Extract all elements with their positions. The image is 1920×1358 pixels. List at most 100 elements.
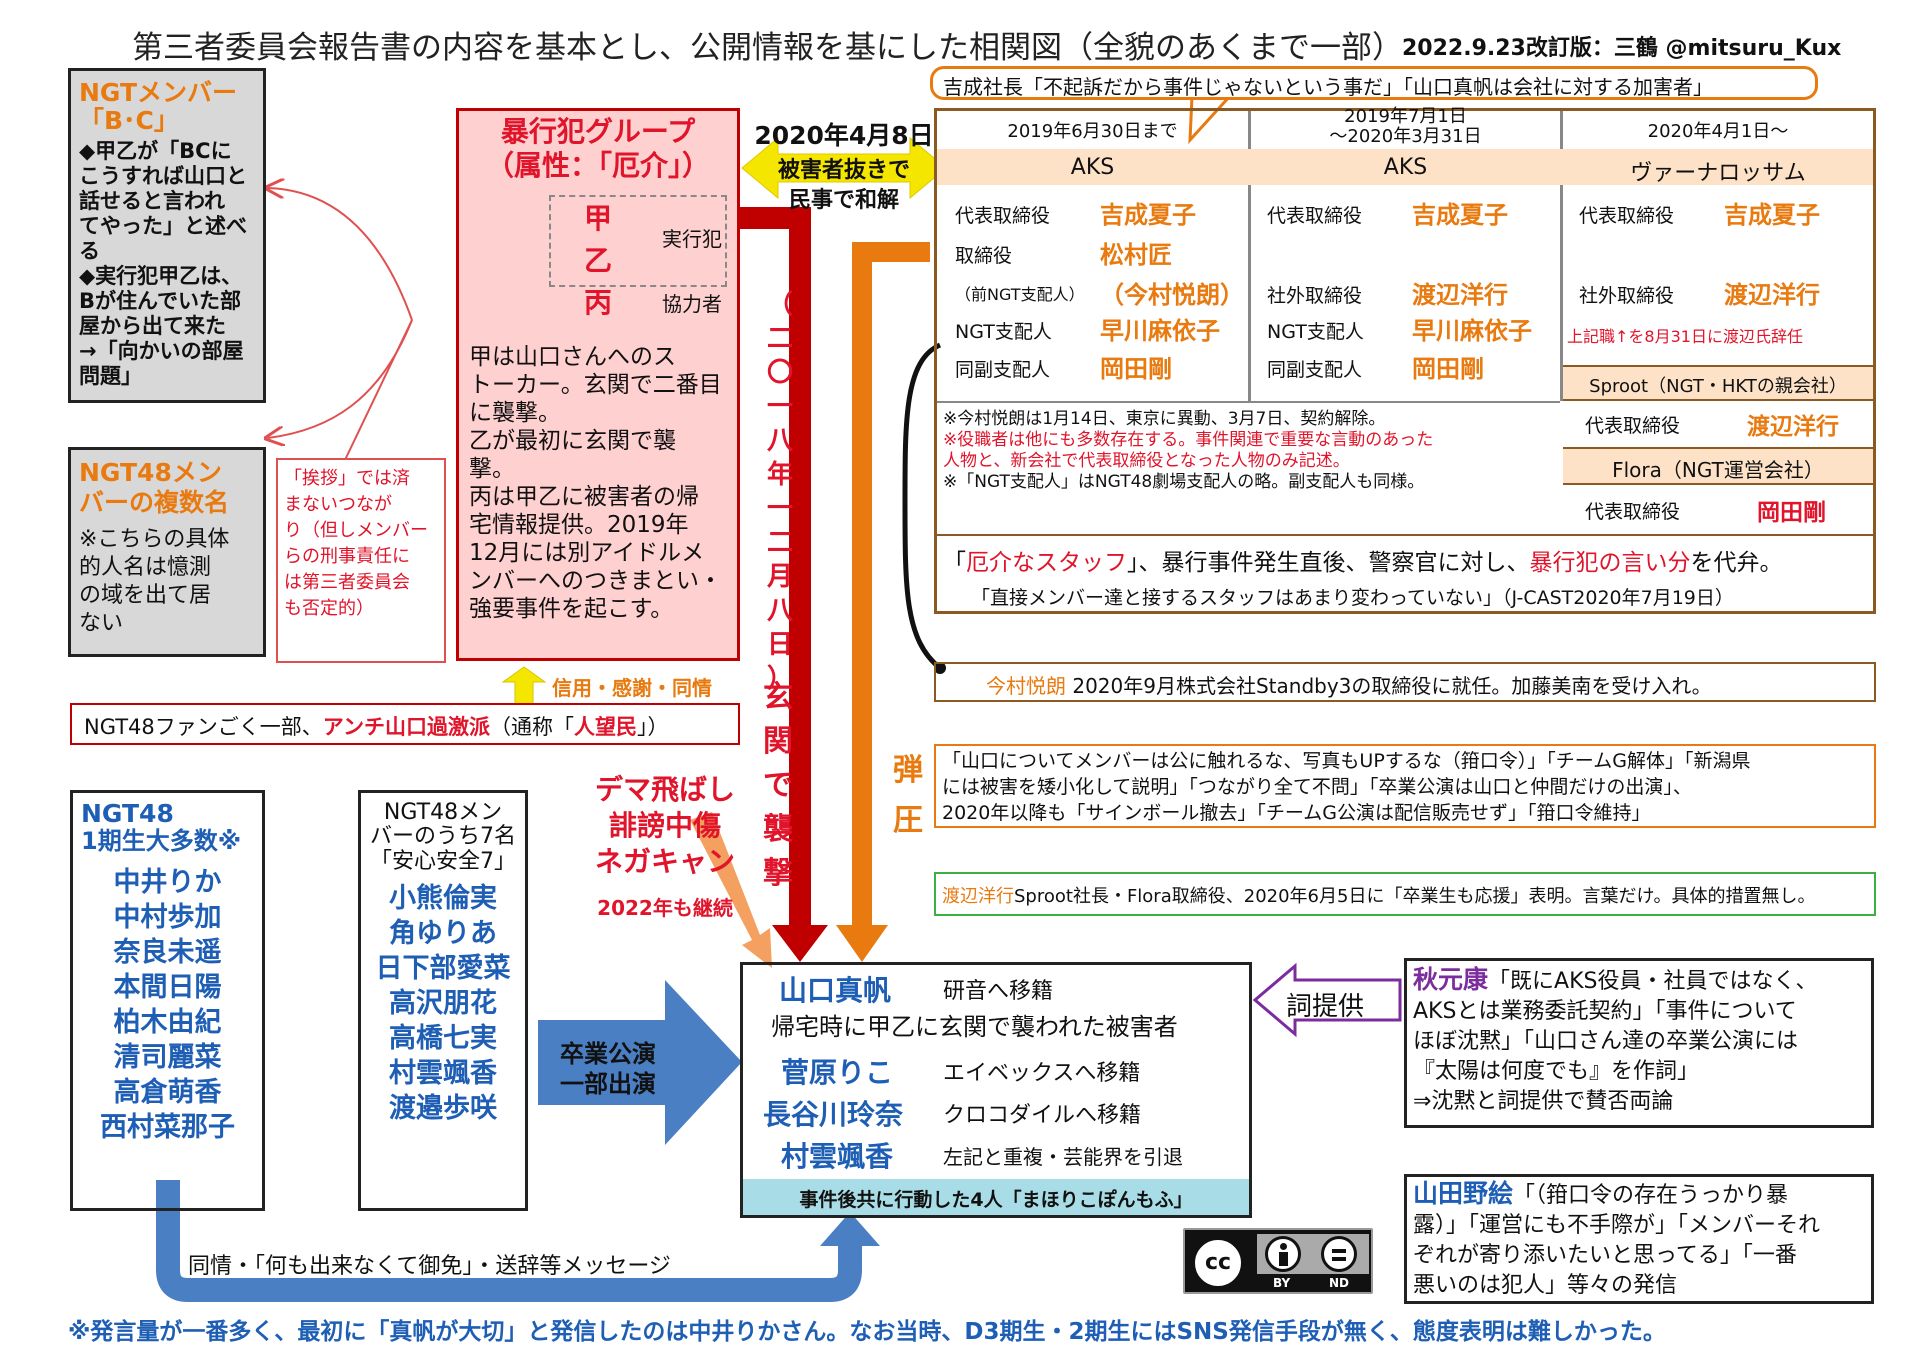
akimoto-line: ほぼ沈黙」「山口さん達の卒業公演には: [1413, 1029, 1799, 1054]
aisatsu-line: まないつなが: [284, 494, 392, 515]
member-name: 高橋七実: [389, 1023, 497, 1054]
org-table-box: 2019年6月30日まで 2019年7月1日 ～2020年3月31日 2020年…: [934, 106, 1876, 614]
org-note-line: 人物と、新会社で代表取締役となった人物のみ記述。: [943, 451, 1350, 471]
victim-name-murakumo: 村雲颯香: [781, 1140, 894, 1173]
settlement-line1: 被害者抜きで: [777, 158, 910, 183]
oppression-label-1: 弾: [893, 753, 923, 788]
period-2-line1: 2019年7月1日: [1344, 106, 1467, 127]
by-label: BY: [1273, 1276, 1291, 1290]
victims-box: 山口真帆 研音へ移籍 帰宅時に甲乙に玄関で襲われた被害者 菅原りこ エイベックス…: [740, 962, 1252, 1218]
perpetrator-hei: 丙: [584, 286, 613, 319]
attack-date-char: 一: [766, 392, 793, 422]
lyrics-label: 詞提供: [1286, 992, 1365, 1022]
victim-note-sugawara: エイベックスへ移籍: [943, 1061, 1141, 1086]
safe7-title-1: NGT48メン: [383, 800, 503, 825]
perpetrators-desc-line: 宅情報提供。2019年: [469, 512, 689, 538]
victim-name-sugawara: 菅原りこ: [781, 1056, 894, 1089]
perpetrators-title: 暴行犯グループ: [500, 115, 696, 148]
org-note-line: ※「NGT支配人」はNGT48劇場支配人の略。副支配人も同様。: [943, 472, 1425, 492]
by-icon: [1265, 1236, 1301, 1272]
dema-note: 2022年も継続: [597, 896, 733, 920]
ngt-multi-line: ない: [79, 611, 124, 636]
org-person-name: 早川麻依子: [1100, 317, 1220, 345]
akimoto-line: 秋元康「既にAKS役員・社員ではなく、: [1413, 965, 1818, 994]
ngt-multi-desc: ※こちらの具体的人名は憶測の域を出て居ない: [79, 526, 257, 638]
flora-header: Flora（NGT運営会社）: [1563, 447, 1873, 485]
oppression-line: 2020年以降も「サインボール撤去」「チームG公演は配信販売せず」「箝口令維持」: [942, 802, 1651, 824]
ngt-bc-line: ◆実行犯甲乙は、: [79, 264, 243, 288]
trust-label: 信用・感謝・同情: [552, 676, 712, 700]
member-name: 中井りか: [113, 867, 222, 898]
org-role: NGT支配人: [955, 321, 1052, 343]
akimoto-box: 秋元康「既にAKS役員・社員ではなく、AKSとは業務委託契約」「事件についてほぼ…: [1404, 958, 1874, 1128]
yamada-text: 山田野絵「（箝口令の存在うっかり暴露）」「運営にも不手際が」「メンバーそれぞれが…: [1407, 1177, 1871, 1303]
oppression-text: 「山口についてメンバーは公に触れるな、写真もUPするな（箝口令）」「チームG解体…: [936, 746, 1874, 828]
ngt-bc-line: ◆甲乙が「BCに: [79, 139, 232, 163]
org-note-line: ※今村悦朗は1月14日、東京に異動、3月7日、契約解除。: [943, 409, 1386, 429]
ngt-bc-box: NGTメンバー「B･C」 ◆甲乙が「BCにこうすれば山口と話せると言われてやった…: [68, 68, 266, 403]
dema-text: デマ飛ばし誹謗中傷ネガキャン: [580, 772, 750, 880]
jcast-quote: 「直接メンバー達と接するスタッフはあまり変わっていない」（J-CAST2020年…: [971, 587, 1734, 609]
settlement-line2: 民事で和解: [788, 188, 899, 213]
attack-date-char: 月: [766, 562, 793, 592]
org-person-name: 岡田剛: [1412, 355, 1484, 383]
col3-note: 上記職↑を8月31日に渡辺氏辞任: [1567, 327, 1803, 346]
perpetrators-desc-line: に襲撃。: [469, 400, 561, 426]
ngt-multi-line: の域を出て居: [79, 583, 212, 608]
aisatsu-line: は第三者委員会: [284, 572, 410, 593]
oppression-arrow-head: [836, 925, 888, 962]
victims-footer: 事件後共に行動した4人「まほりこぽんもふ」: [743, 1179, 1249, 1215]
oppression-line: には被害を矮小化して説明」「つながり全て不問」「卒業公演は山口と仲間だけの出演」…: [942, 776, 1692, 798]
org-role: 同副支配人: [1267, 359, 1363, 381]
fans-box: NGT48ファンごく一部、アンチ山口過激派（通称「人望民」）: [70, 703, 740, 745]
gen1-names: 中井りか中村歩加奈良未遥本間日陽柏木由紀清司麗菜高倉萌香西村菜那子: [73, 865, 262, 1145]
attack-date-char: 日: [766, 630, 793, 660]
perpetrator-otsu: 乙: [584, 244, 613, 277]
oppression-box: 「山口についてメンバーは公に触れるな、写真もUPするな（箝口令）」「チームG解体…: [934, 744, 1876, 828]
victim-note-hasegawa: クロコダイルへ移籍: [943, 1103, 1142, 1128]
flora-role: 代表取締役: [1585, 501, 1681, 523]
org-role: NGT支配人: [1267, 321, 1364, 343]
role-helper: 協力者: [662, 292, 722, 316]
perpetrators-desc-line: 甲は山口さんへのス: [469, 344, 676, 370]
attack-action-char: 撃: [763, 856, 793, 891]
aisatsu-line: らの刑事責任に: [284, 546, 410, 567]
member-name: 日下部愛菜: [375, 953, 511, 984]
org-role: （前NGT支配人）: [955, 285, 1085, 304]
attack-action-vertical: 玄関で襲撃: [758, 676, 798, 896]
org-role: 代表取締役: [1267, 205, 1363, 227]
dema-line: ネガキャン: [594, 845, 735, 878]
yakkai-staff-text: 「厄介なスタッフ」、暴行事件発生直後、警察官に対し、暴行犯の言い分を代弁。: [943, 550, 1783, 576]
perpetrators-names-frame: [549, 195, 727, 287]
member-name: 清司麗菜: [113, 1042, 222, 1073]
attack-date-char: 〇: [766, 358, 793, 388]
member-name: 西村菜那子: [100, 1112, 235, 1143]
org-person-name: 吉成夏子: [1100, 201, 1196, 229]
revision-note: 2022.9.23改訂版：三鶴 @mitsuru_Kux: [1402, 36, 1842, 61]
aisatsu-note-box: 「挨拶」では済まないつながり（但しメンバーらの刑事責任には第三者委員会も否定的）: [276, 458, 446, 663]
nd-icon: [1321, 1236, 1357, 1272]
org-person-name: 早川麻依子: [1412, 317, 1532, 345]
imamura-text: 今村悦朗 2020年9月株式会社Standby3の取締役に就任。加藤美南を受け入…: [986, 674, 1712, 698]
ngt-bc-desc: ◆甲乙が「BCにこうすれば山口と話せると言われてやった」と述べる◆実行犯甲乙は、…: [79, 139, 257, 389]
org-person-name: 岡田剛: [1100, 355, 1172, 383]
cc-license-badge: cc BY ND: [1183, 1228, 1373, 1294]
watanabe-box: 渡辺洋行Sproot社長・Flora取締役、2020年6月5日に「卒業生も応援」…: [934, 872, 1876, 916]
ngt-multi-title-2: バーの複数名: [79, 488, 230, 517]
cc-icon: cc: [1191, 1236, 1245, 1290]
perpetrators-desc-line: 丙は甲乙に被害者の帰: [469, 484, 699, 510]
yamada-line: 露）」「運営にも不手際が」「メンバーそれ: [1413, 1213, 1821, 1238]
perpetrators-desc-line: 乙が最初に玄関で襲: [469, 428, 676, 454]
member-name: 村雲颯香: [389, 1058, 497, 1089]
company-3: ヴァーナロッサム: [1630, 161, 1806, 186]
member-name: 柏木由紀: [113, 1007, 222, 1038]
perpetrators-desc-line: 12月には別アイドルメ: [469, 540, 705, 566]
ngt-bc-line: こうすれば山口と: [79, 164, 247, 188]
org-role: 社外取締役: [1579, 285, 1675, 307]
org-role: 代表取締役: [1579, 205, 1675, 227]
yamada-line: 山田野絵「（箝口令の存在うっかり暴: [1413, 1179, 1789, 1208]
ngt-bc-line: る: [79, 239, 100, 263]
aisatsu-line: も否定的）: [284, 598, 374, 619]
victim-note-murakumo: 左記と重複・芸能界を引退: [943, 1145, 1183, 1169]
safe7-names: 小熊倫実角ゆりあ日下部愛菜高沢朋花高橋七実村雲颯香渡邉歩咲: [361, 881, 525, 1126]
